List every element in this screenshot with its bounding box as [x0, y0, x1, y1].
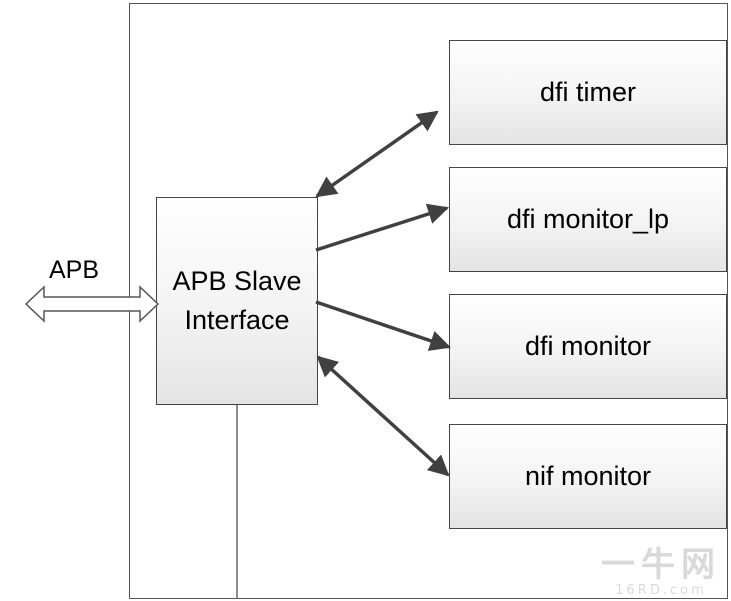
dfi-monitor-label: dfi monitor: [524, 330, 652, 361]
apb-bus-double-arrow: [24, 285, 160, 323]
nif-monitor-block: nif monitor: [449, 424, 727, 529]
arrow-to-dfi-monitor-lp: [315, 203, 449, 252]
apb-slave-label-line1: APB Slave: [172, 265, 302, 296]
arrow-to-dfi-monitor: [315, 300, 451, 351]
apb-bus-label: APB: [49, 256, 100, 284]
dfi-monitor-block: dfi monitor: [449, 294, 727, 399]
arrow-to-nif-monitor: [316, 355, 450, 477]
apb-slave-label-line2: Interface: [184, 305, 290, 335]
dfi-monitor-lp-block: dfi monitor_lp: [449, 167, 727, 272]
apb-slave-interface-block: APB Slave Interface: [156, 197, 318, 405]
site-watermark: 一牛网 16RD.com: [601, 548, 721, 597]
dfi-timer-block: dfi timer: [449, 40, 727, 145]
arrow-to-dfi-timer: [315, 110, 439, 198]
watermark-main-text: 一牛网: [601, 545, 721, 585]
watermark-sub-text: 16RD.com: [615, 583, 707, 598]
dfi-monitor-lp-label: dfi monitor_lp: [506, 203, 670, 234]
dfi-timer-label: dfi timer: [539, 76, 637, 107]
nif-monitor-label: nif monitor: [524, 460, 652, 491]
